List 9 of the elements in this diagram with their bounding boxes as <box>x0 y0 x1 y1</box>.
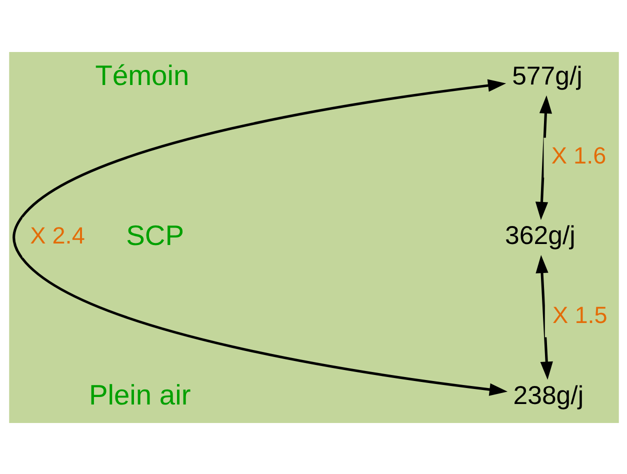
node-text: 362g/j <box>504 222 575 250</box>
node-text: 238g/j <box>512 381 584 410</box>
edge-label: X 1.5 <box>552 302 607 328</box>
label: Plein air <box>88 378 190 410</box>
edge-label: X 1.6 <box>550 142 606 168</box>
edge-label: X 2.4 <box>30 222 84 248</box>
label: SCP <box>126 218 184 250</box>
label: Témoin <box>94 58 189 91</box>
node-text: 577g/j <box>512 62 582 90</box>
